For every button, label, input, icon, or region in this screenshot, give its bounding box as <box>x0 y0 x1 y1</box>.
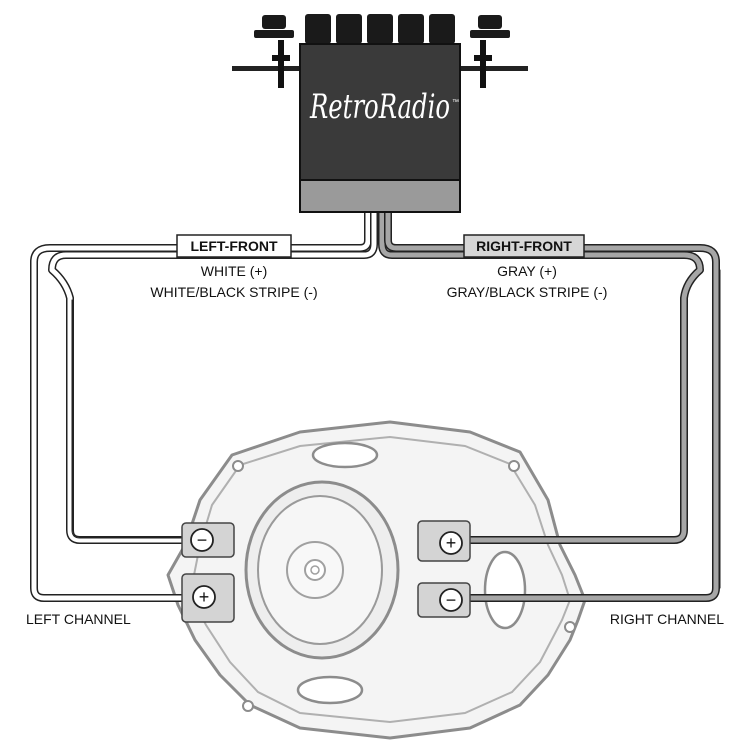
right-front-label: RIGHT-FRONT <box>476 238 572 254</box>
radio-face <box>299 179 461 213</box>
right-front-positive: GRAY (+) <box>497 263 557 279</box>
terminal-left-positive-symbol: + <box>199 587 210 607</box>
terminal-right-positive-symbol: + <box>446 533 457 553</box>
left-channel-label: LEFT CHANNEL <box>26 611 131 627</box>
preset-buttons <box>305 14 455 44</box>
screw-hole-bottom-left <box>242 700 254 712</box>
terminal-right-negative: − <box>417 582 471 618</box>
mount-hole-bottom <box>296 675 364 705</box>
right-front-wire <box>378 201 721 602</box>
mount-hole-top <box>311 441 379 469</box>
left-knob-icon <box>254 15 294 38</box>
left-front-label-group: LEFT-FRONT WHITE (+) WHITE/BLACK STRIPE … <box>150 234 318 300</box>
left-front-negative: WHITE/BLACK STRIPE (-) <box>150 284 317 300</box>
right-channel-label: RIGHT CHANNEL <box>610 611 724 627</box>
left-front-wire <box>30 201 378 602</box>
left-front-label: LEFT-FRONT <box>190 238 278 254</box>
radio-body <box>299 43 461 181</box>
radio-unit: RetroRadio ™ <box>232 14 528 213</box>
radio-logo: RetroRadio <box>309 87 450 127</box>
screw-hole-right <box>564 621 576 633</box>
mount-hole-right <box>483 550 527 630</box>
speaker <box>166 420 587 740</box>
right-front-label-group: RIGHT-FRONT GRAY (+) GRAY/BLACK STRIPE (… <box>447 234 608 300</box>
right-front-negative: GRAY/BLACK STRIPE (-) <box>447 284 608 300</box>
speaker-center-dot <box>310 565 320 575</box>
terminal-left-negative-symbol: − <box>197 530 208 550</box>
screw-hole-top-right <box>508 460 520 472</box>
terminal-right-positive: + <box>417 520 471 562</box>
radio-logo-trademark: ™ <box>452 99 459 106</box>
screw-hole-top-left <box>232 460 244 472</box>
left-front-positive: WHITE (+) <box>201 263 268 279</box>
right-knob-icon <box>470 15 510 38</box>
terminal-left-negative: − <box>181 522 235 558</box>
terminal-right-negative-symbol: − <box>446 590 457 610</box>
terminal-left-positive: + <box>181 573 235 623</box>
